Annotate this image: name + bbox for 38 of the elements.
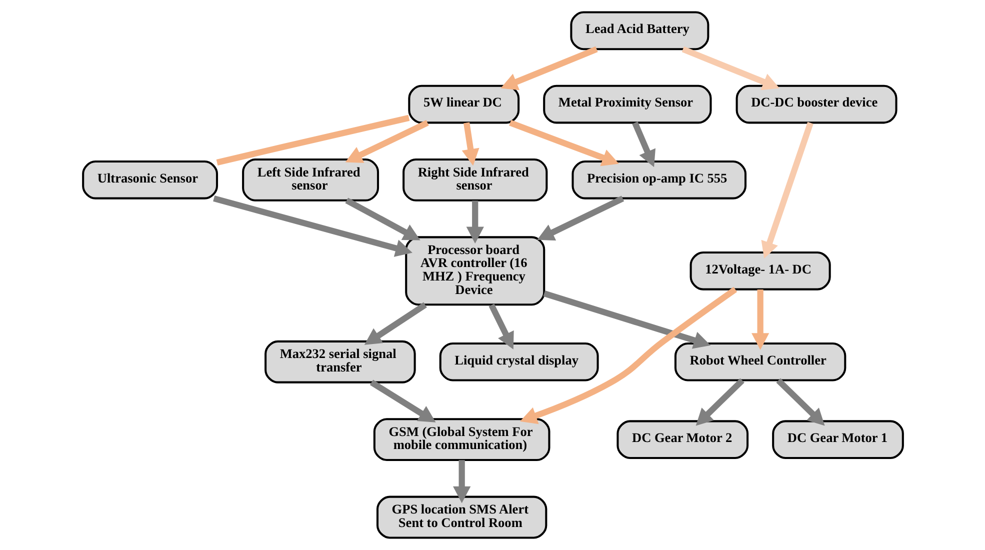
node-box: Max232 serial signal transfer xyxy=(264,340,416,384)
node-box: Liquid crystal display xyxy=(438,342,598,382)
node-box: GPS location SMS Alert Sent to Control Room xyxy=(376,496,547,539)
node-box: Ultrasonic Sensor xyxy=(82,160,218,200)
node-box: Precision op-amp IC 555 xyxy=(571,160,746,200)
connector xyxy=(216,114,410,166)
arrow xyxy=(776,378,824,426)
arrow xyxy=(508,120,618,166)
arrow xyxy=(369,380,436,422)
node-box: Left Side Infrared sensor xyxy=(242,158,379,202)
arrow xyxy=(632,122,656,168)
node-box: Right Side Infrared sensor xyxy=(402,158,548,202)
node-box: DC-DC booster device xyxy=(735,84,897,124)
arrow xyxy=(536,196,624,241)
node-box: DC Gear Motor 1 xyxy=(772,420,904,459)
arrow xyxy=(760,122,813,259)
node-box: Robot Wheel Controller xyxy=(674,342,846,382)
arrow xyxy=(681,46,780,90)
arrow xyxy=(461,122,479,166)
arrow xyxy=(500,46,598,90)
arrow xyxy=(212,195,412,257)
arrow xyxy=(364,302,426,345)
arrow xyxy=(695,378,744,426)
arrow xyxy=(466,200,484,244)
node-box: Processor board AVR controller (16 MHZ ) Frequency Device xyxy=(404,236,545,306)
node-box: GSM (Global System For mobile communication) xyxy=(372,418,550,462)
arrow xyxy=(344,198,420,240)
node-box: DC Gear Motor 2 xyxy=(616,420,748,459)
arrow xyxy=(452,460,470,504)
node-box: 5W linear DC xyxy=(408,84,520,124)
arrow xyxy=(542,290,710,349)
arrow xyxy=(488,304,514,350)
node-box: 12Voltage- 1A- DC xyxy=(689,251,830,290)
arrow xyxy=(344,120,428,163)
arrow xyxy=(519,286,737,424)
arrow xyxy=(750,290,769,350)
node-box: Metal Proximity Sensor xyxy=(542,84,712,124)
node-box: Lead Acid Battery xyxy=(570,11,709,50)
